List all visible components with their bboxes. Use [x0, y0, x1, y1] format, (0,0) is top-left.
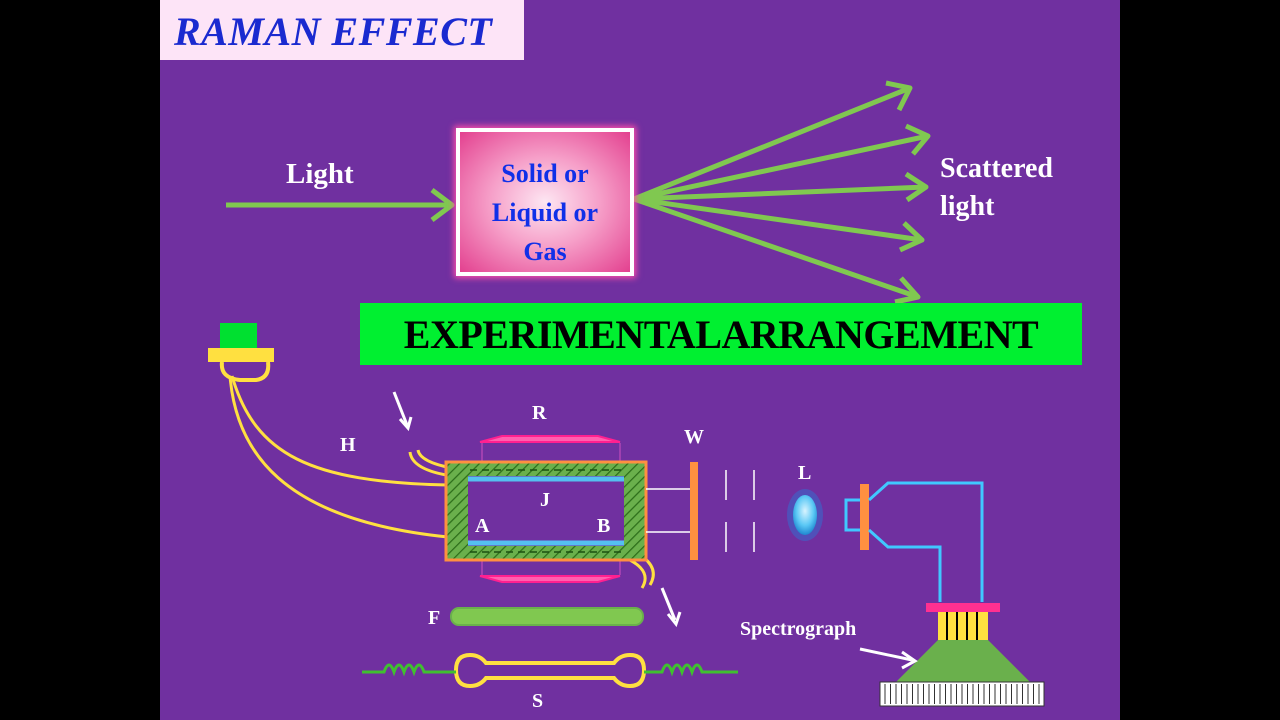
- label-J: J: [540, 489, 550, 511]
- slide: RAMAN EFFECT Light Solid or Liquid or Ga…: [160, 0, 1120, 720]
- slits: [725, 470, 755, 552]
- label-B: B: [597, 515, 611, 537]
- diagram-graphics: [208, 80, 1045, 707]
- incident-light-label: Light: [286, 158, 354, 190]
- spectrograph-pointer: [859, 647, 918, 670]
- title-box: RAMAN EFFECT: [160, 0, 524, 60]
- window-W: [690, 462, 698, 560]
- scattered-ray-3: [633, 171, 929, 203]
- lens-L: [787, 489, 823, 541]
- sample-box: Solid or Liquid or Gas: [456, 128, 634, 276]
- incident-light-arrow: [226, 188, 455, 222]
- scattered-light-label: Scattered light: [940, 153, 1053, 222]
- lamp: [208, 323, 274, 382]
- light-path-to-window: [646, 488, 692, 533]
- inlet-pipe: [392, 391, 453, 478]
- raman-tube: [444, 460, 648, 562]
- experimental-banner: EXPERIMENTALARRANGEMENT: [360, 303, 1082, 365]
- label-F: F: [428, 607, 441, 629]
- tube-H: [228, 375, 449, 539]
- label-spectrograph: Spectrograph: [740, 618, 857, 640]
- sample-label: Solid or Liquid or Gas: [491, 159, 599, 266]
- photographic-plate: [879, 681, 1045, 707]
- source-S: [362, 652, 738, 689]
- scattered-light-rays: [633, 80, 931, 305]
- label-R: R: [532, 402, 547, 424]
- slide-title: RAMAN EFFECT: [174, 9, 493, 54]
- filter-F: [450, 607, 644, 626]
- scattered-ray-5: [633, 196, 921, 305]
- outlet-pipe: [629, 553, 682, 628]
- spectrograph-optics: [844, 481, 1030, 682]
- banner-text: EXPERIMENTALARRANGEMENT: [403, 312, 1039, 357]
- scattered-ray-2: [633, 123, 931, 202]
- scattered-ray-4: [633, 196, 925, 253]
- label-S: S: [532, 690, 544, 712]
- label-A: A: [475, 515, 490, 537]
- scattered-ray-1: [633, 80, 913, 202]
- label-H: H: [340, 434, 356, 456]
- label-L: L: [798, 462, 812, 484]
- label-W: W: [684, 426, 704, 448]
